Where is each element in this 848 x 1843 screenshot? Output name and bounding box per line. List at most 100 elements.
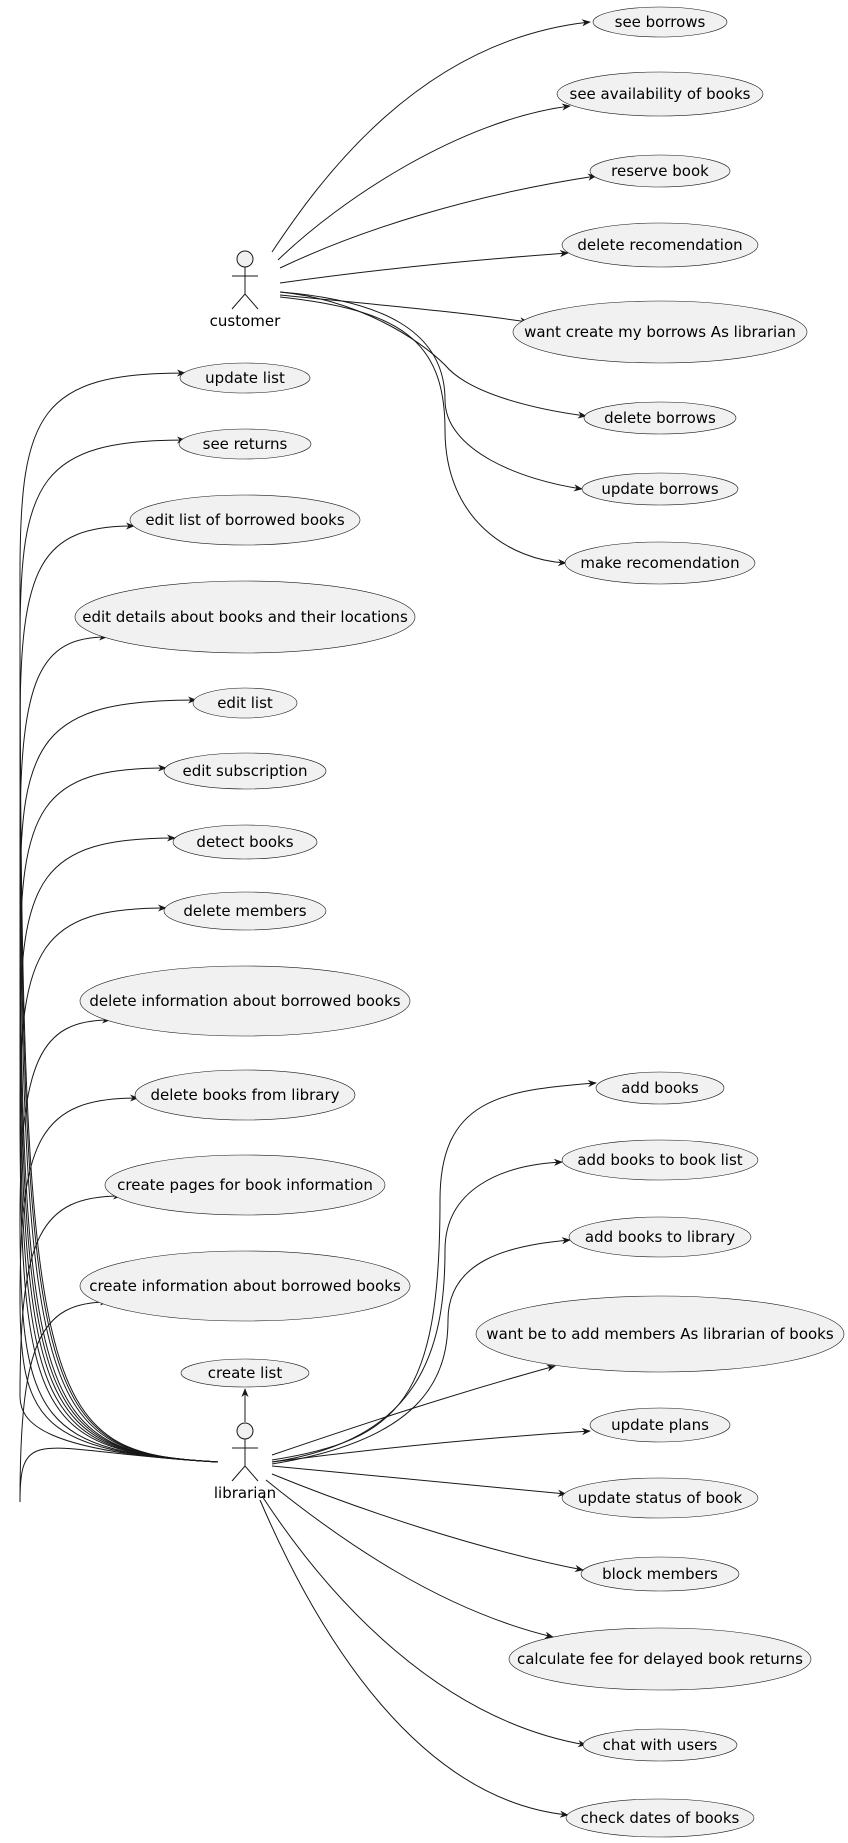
use-case-ellipse[interactable] <box>565 1798 755 1838</box>
use-case-make-recomendation[interactable]: make recomendation <box>564 541 756 585</box>
use-case-edit-list-of-borrowed-books[interactable]: edit list of borrowed books <box>129 494 361 546</box>
edge-librarian-want-be-to-add-members-as-librarian-of-books <box>271 1364 556 1456</box>
use-case-label: calculate fee for delayed book returns <box>517 1650 803 1668</box>
use-case-create-pages-for-book-information[interactable]: create pages for book information <box>104 1154 386 1216</box>
edge-customer-reserve-book <box>279 173 597 269</box>
use-case-update-status-of-book[interactable]: update status of book <box>561 1477 759 1519</box>
use-case-add-books[interactable]: add books <box>595 1071 725 1105</box>
edge-librarian-calculate-fee-for-delayed-book-returns <box>265 1479 554 1639</box>
use-case-label: see returns <box>203 435 288 453</box>
use-case-block-members[interactable]: block members <box>580 1556 740 1592</box>
use-case-delete-information-about-borrowed-books[interactable]: delete information about borrowed books <box>79 965 411 1037</box>
use-case-update-borrows[interactable]: update borrows <box>581 472 739 506</box>
use-case-ellipse[interactable] <box>134 1069 356 1121</box>
use-case-reserve-book[interactable]: reserve book <box>589 154 731 188</box>
use-case-ellipse[interactable] <box>129 494 361 546</box>
edge-customer-see-borrows <box>271 19 591 253</box>
use-case-add-books-to-book-list[interactable]: add books to book list <box>561 1139 759 1181</box>
use-case-ellipse[interactable] <box>595 1071 725 1105</box>
use-case-ellipse[interactable] <box>561 222 759 268</box>
use-case-edit-subscription[interactable]: edit subscription <box>163 752 327 790</box>
use-cases: see borrows see availability of books rese… <box>74 6 845 1838</box>
use-case-ellipse[interactable] <box>580 1556 740 1592</box>
use-case-delete-borrows[interactable]: delete borrows <box>583 401 737 435</box>
use-case-label: edit subscription <box>182 762 307 780</box>
use-case-delete-members[interactable]: delete members <box>163 891 327 931</box>
use-case-ellipse[interactable] <box>179 362 311 394</box>
use-case-ellipse[interactable] <box>589 1407 731 1443</box>
use-case-ellipse[interactable] <box>561 1139 759 1181</box>
use-case-ellipse[interactable] <box>581 472 739 506</box>
use-case-label: check dates of books <box>581 1809 740 1827</box>
use-case-ellipse[interactable] <box>74 580 416 654</box>
edge-librarian-delete-members <box>19 904 219 1463</box>
stick-figure-icon <box>231 1439 259 1482</box>
edge-librarian-create-information-about-borrowed-books <box>19 1298 219 1503</box>
use-case-want-be-to-add-members-as-librarian-of-books[interactable]: want be to add members As librarian of b… <box>475 1295 845 1373</box>
use-case-delete-books-from-library[interactable]: delete books from library <box>134 1069 356 1121</box>
use-case-ellipse[interactable] <box>583 401 737 435</box>
use-case-create-information-about-borrowed-books[interactable]: create information about borrowed books <box>79 1250 411 1322</box>
use-case-ellipse[interactable] <box>564 541 756 585</box>
use-case-delete-recomendation[interactable]: delete recomendation <box>561 222 759 268</box>
use-case-label: chat with users <box>603 1736 718 1754</box>
use-case-update-plans[interactable]: update plans <box>589 1407 731 1443</box>
use-case-want-create-my-borrows-as-librarian[interactable]: want create my borrows As librarian <box>512 300 808 364</box>
use-case-label: add books to book list <box>577 1151 742 1169</box>
use-case-calculate-fee-for-delayed-book-returns[interactable]: calculate fee for delayed book returns <box>508 1627 812 1691</box>
use-case-detect-books[interactable]: detect books <box>172 824 318 860</box>
use-case-ellipse[interactable] <box>475 1295 845 1373</box>
use-case-ellipse[interactable] <box>592 6 728 38</box>
edge-librarian-add-books-to-library <box>271 1237 571 1465</box>
use-case-add-books-to-library[interactable]: add books to library <box>568 1216 752 1258</box>
use-case-label: block members <box>602 1565 718 1583</box>
use-case-label: edit list <box>217 694 273 712</box>
edge-customer-delete-borrows <box>279 291 587 419</box>
use-case-label: make recomendation <box>580 554 739 572</box>
use-case-label: update status of book <box>578 1489 743 1507</box>
use-case-ellipse[interactable] <box>568 1216 752 1258</box>
use-case-label: add books to library <box>585 1228 735 1246</box>
use-case-label: see borrows <box>615 13 706 31</box>
use-case-ellipse[interactable] <box>582 1728 738 1762</box>
use-case-see-borrows[interactable]: see borrows <box>592 6 728 38</box>
use-case-ellipse[interactable] <box>512 300 808 364</box>
use-case-ellipse[interactable] <box>104 1154 386 1216</box>
use-case-ellipse[interactable] <box>79 1250 411 1322</box>
edge-customer-make-recomendation <box>279 296 567 567</box>
use-case-ellipse[interactable] <box>589 154 731 188</box>
use-case-create-list[interactable]: create list <box>180 1358 310 1388</box>
use-case-see-availability-of-books[interactable]: see availability of books <box>556 71 764 117</box>
use-case-check-dates-of-books[interactable]: check dates of books <box>565 1798 755 1838</box>
use-case-label: create pages for book information <box>117 1176 373 1194</box>
use-case-ellipse[interactable] <box>561 1477 759 1519</box>
actor-librarian[interactable]: librarian <box>214 1422 276 1502</box>
use-case-label: create information about borrowed books <box>89 1277 401 1295</box>
use-case-update-list[interactable]: update list <box>179 362 311 394</box>
use-case-edit-list[interactable]: edit list <box>192 687 298 719</box>
edge-librarian-edit-list <box>19 696 219 1463</box>
edge-customer-see-availability-of-books <box>277 103 571 261</box>
use-case-label: edit list of borrowed books <box>145 511 345 529</box>
use-case-ellipse[interactable] <box>178 428 312 460</box>
edge-librarian-see-returns <box>19 436 219 1463</box>
use-case-ellipse[interactable] <box>172 824 318 860</box>
use-case-ellipse[interactable] <box>79 965 411 1037</box>
use-case-edit-details-about-books-and-their-locations[interactable]: edit details about books and their locat… <box>74 580 416 654</box>
actor-head-icon <box>236 1422 254 1440</box>
use-case-ellipse[interactable] <box>556 71 764 117</box>
use-case-ellipse[interactable] <box>192 687 298 719</box>
use-case-label: see availability of books <box>570 85 751 103</box>
use-case-label: delete information about borrowed books <box>89 992 400 1010</box>
edge-librarian-add-books-to-book-list <box>271 1158 563 1463</box>
use-case-see-returns[interactable]: see returns <box>178 428 312 460</box>
use-case-ellipse[interactable] <box>163 891 327 931</box>
use-case-ellipse[interactable] <box>180 1358 310 1388</box>
actor-customer[interactable]: customer <box>210 250 281 330</box>
edge-librarian-check-dates-of-books <box>259 1499 569 1818</box>
use-case-ellipse[interactable] <box>163 752 327 790</box>
use-case-ellipse[interactable] <box>508 1627 812 1691</box>
use-case-chat-with-users[interactable]: chat with users <box>582 1728 738 1762</box>
use-case-label: update list <box>205 369 285 387</box>
